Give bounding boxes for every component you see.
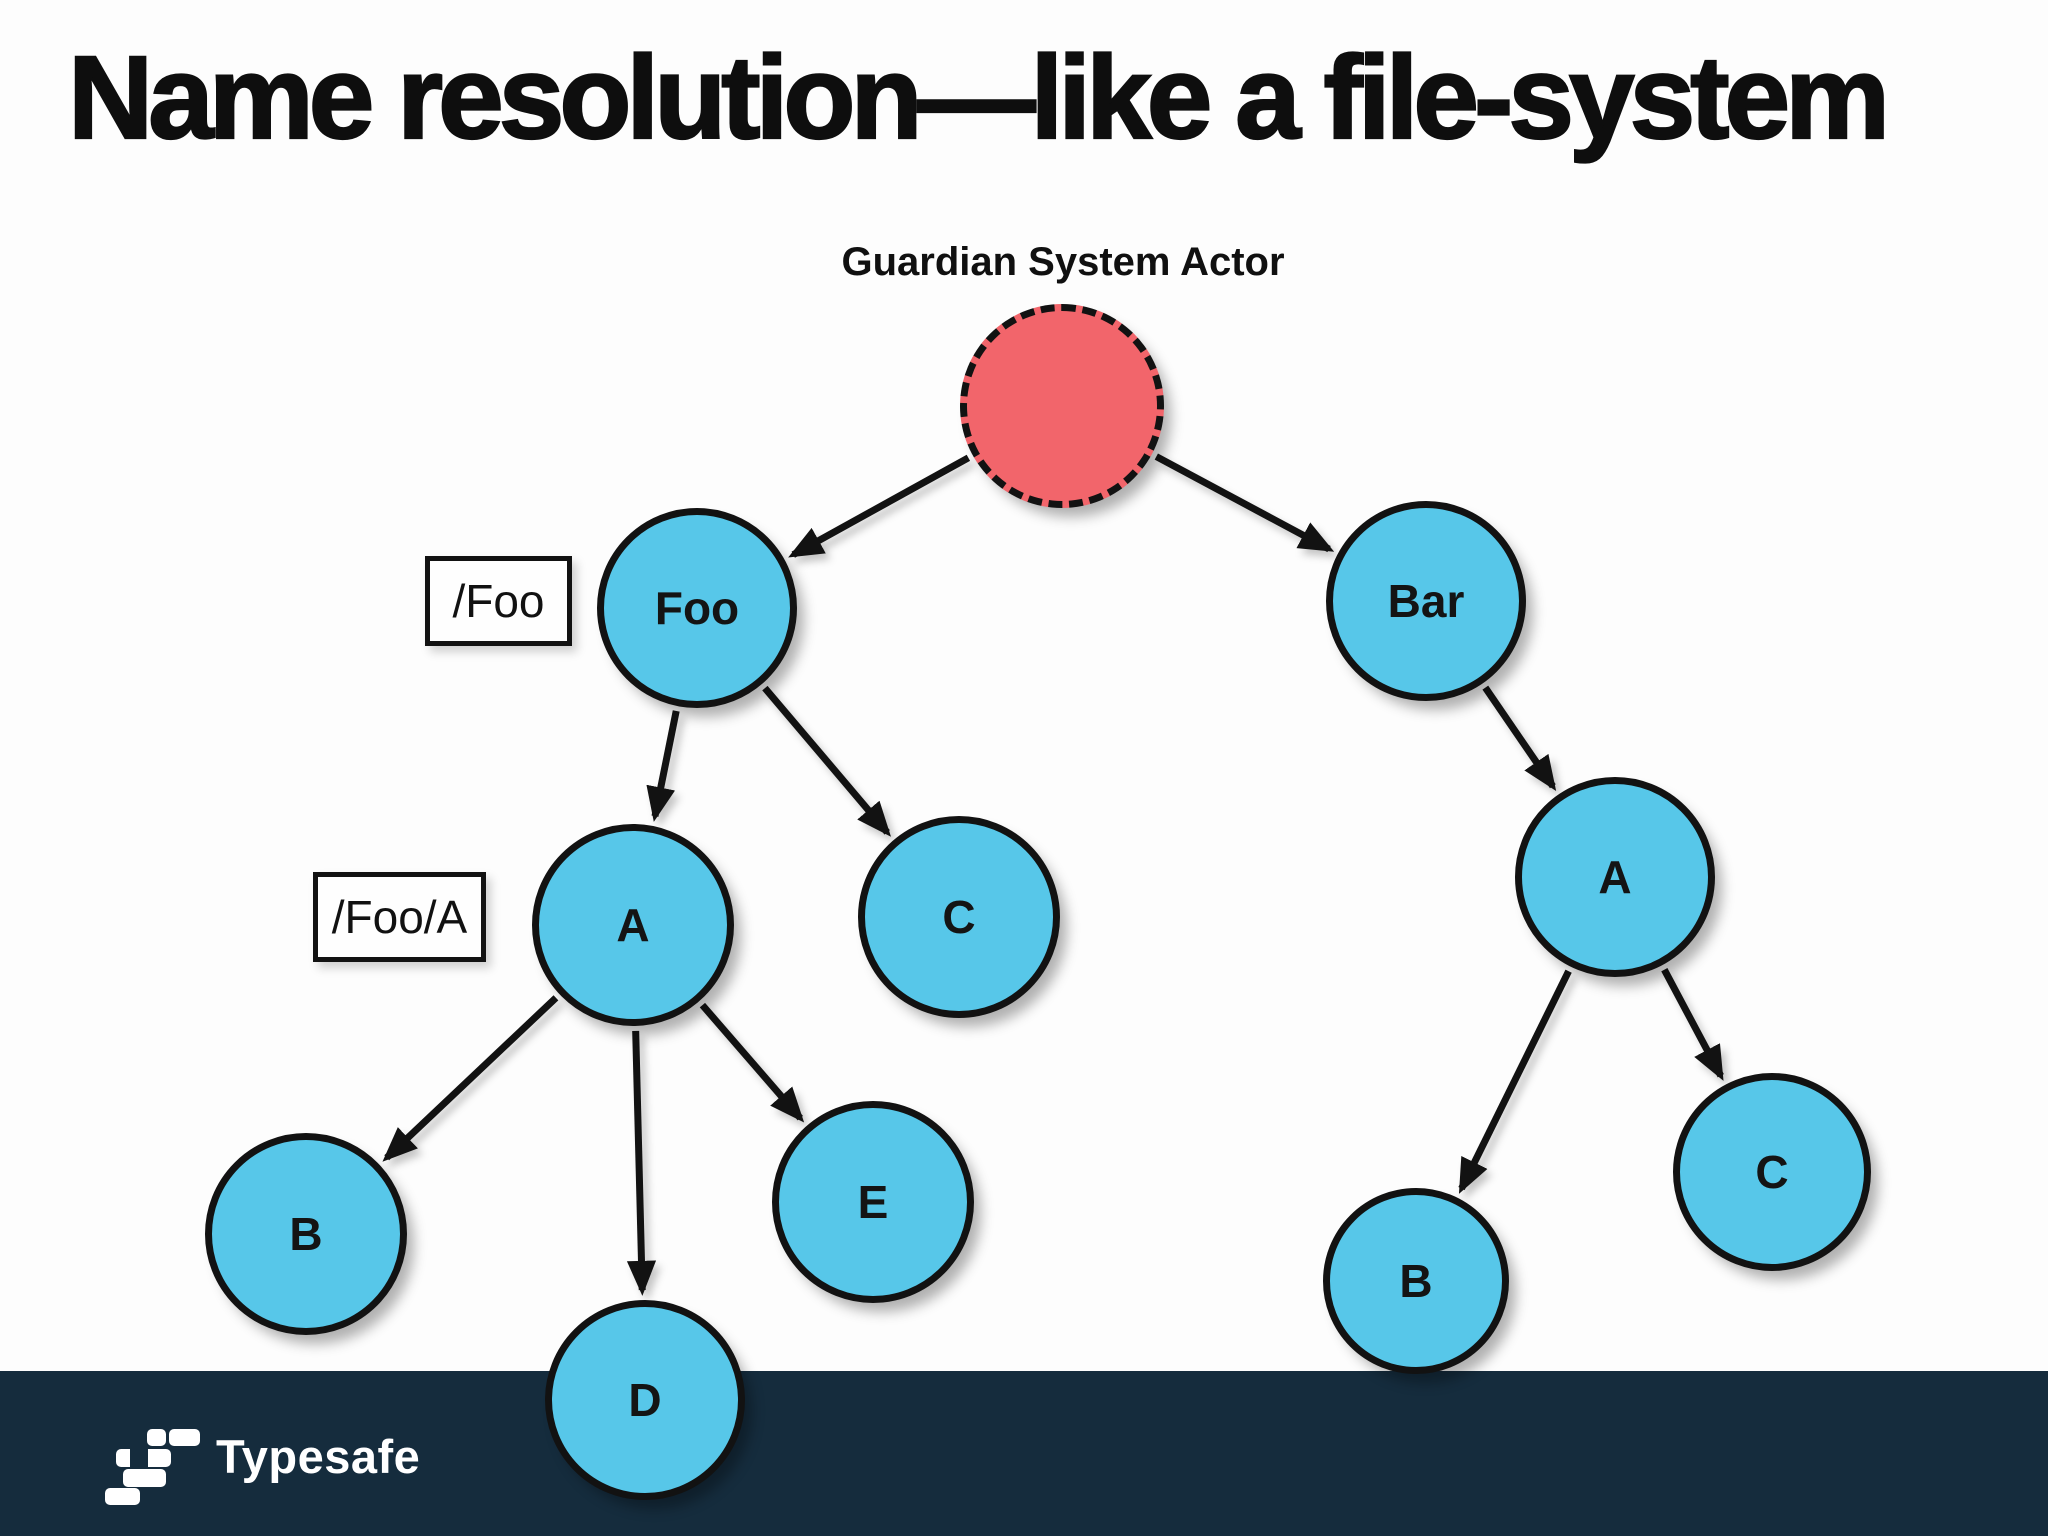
slide-title: Name resolution—like a file-system	[67, 31, 1891, 165]
path-label-1: /Foo/A	[313, 872, 486, 962]
node-bar: Bar	[1326, 501, 1526, 701]
node-label: C	[942, 891, 976, 943]
node-label: A	[1598, 851, 1632, 903]
node-label: A	[616, 899, 650, 951]
node-label: B	[289, 1208, 323, 1260]
edge-foo-to-foo-a	[646, 710, 680, 822]
node-foo-c: C	[858, 816, 1060, 1018]
edge-bar-to-bar-a	[1482, 685, 1557, 792]
node-label: D	[628, 1374, 662, 1426]
edge-bar-a-to-bar-a-c	[1661, 968, 1724, 1081]
edge-foo-a-to-foo-a-e	[699, 1002, 805, 1123]
node-label: C	[1755, 1146, 1789, 1198]
node-label: B	[1399, 1255, 1433, 1307]
node-foo: Foo	[597, 508, 797, 708]
node-foo-a-d: D	[545, 1300, 745, 1500]
node-foo-a: A	[532, 824, 734, 1026]
node-label: E	[857, 1176, 889, 1228]
node-bar-a-b: B	[1323, 1188, 1509, 1374]
edge-bar-a-to-bar-a-b	[1458, 969, 1572, 1194]
node-label: Foo	[654, 582, 740, 634]
edge-guardian-to-foo	[788, 454, 971, 558]
node-bar-a-c: C	[1673, 1073, 1871, 1271]
edge-foo-a-to-foo-a-b	[382, 995, 559, 1162]
node-label: Bar	[1387, 575, 1465, 627]
edge-foo-a-to-foo-a-d	[626, 1030, 657, 1296]
path-label-text: /Foo	[452, 575, 545, 627]
typesafe-wordmark: Typesafe	[216, 1430, 421, 1483]
guardian-system-actor-label: Guardian System Actor	[841, 240, 1285, 284]
path-label-0: /Foo	[425, 556, 572, 646]
edge-guardian-to-bar	[1154, 453, 1335, 553]
node-guardian	[960, 304, 1164, 508]
typesafe-logo-icon	[105, 1429, 200, 1505]
edge-foo-to-foo-c	[762, 685, 891, 837]
node-foo-a-e: E	[772, 1101, 974, 1303]
node-foo-a-b: B	[205, 1133, 407, 1335]
path-label-text: /Foo/A	[331, 891, 468, 943]
node-bar-a: A	[1515, 777, 1715, 977]
footer-bar	[0, 1371, 2048, 1536]
